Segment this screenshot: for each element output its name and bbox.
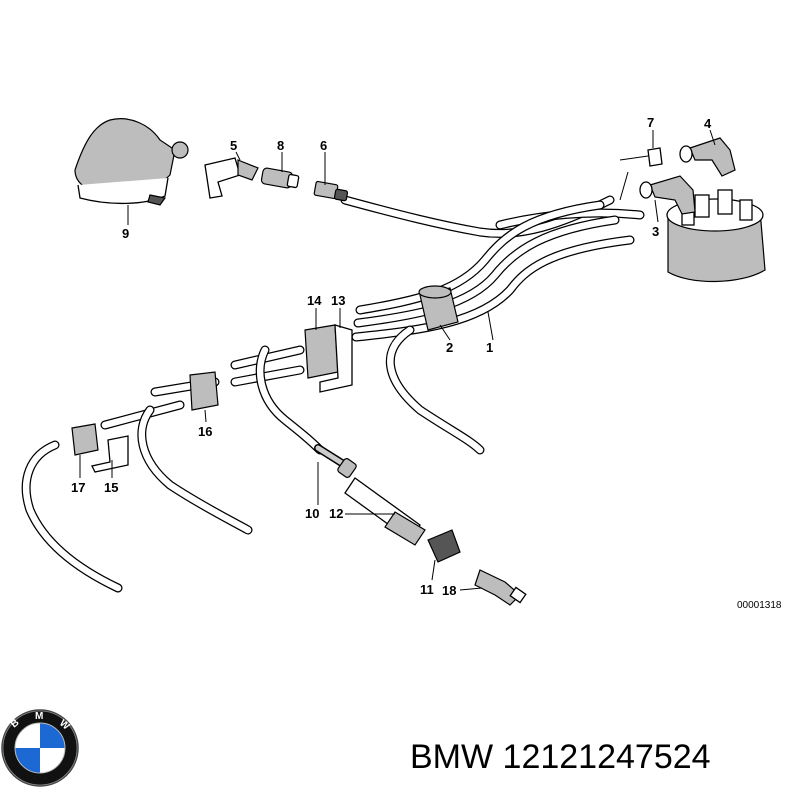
callout-18: 18 — [442, 583, 456, 598]
callout-8: 8 — [277, 138, 284, 153]
loose-wires — [21, 345, 325, 593]
callout-11: 11 — [420, 582, 434, 597]
cable-harness — [340, 195, 645, 455]
logo-letter-m: M — [35, 711, 43, 722]
callouts: 1 2 3 4 5 6 7 8 9 10 11 12 13 14 15 16 1 — [71, 115, 782, 611]
part-number: 12121247524 — [502, 738, 711, 776]
holder-17-15 — [71, 423, 129, 473]
plug-4 — [679, 137, 736, 177]
callout-12: 12 — [329, 506, 343, 521]
connector-6 — [313, 180, 349, 202]
callout-2: 2 — [446, 340, 453, 355]
bmw-logo: B M W — [1, 709, 79, 787]
coil-cap-9 — [74, 118, 189, 206]
callout-9: 9 — [122, 226, 129, 241]
brand-name: BMW — [410, 738, 494, 776]
clip-7 — [619, 147, 663, 201]
callout-5: 5 — [230, 138, 237, 153]
callout-14: 14 — [307, 293, 322, 308]
callout-4: 4 — [704, 116, 712, 131]
callout-3: 3 — [652, 224, 659, 239]
holder-16 — [189, 371, 219, 411]
plug-lead — [314, 444, 527, 606]
connector-5 — [204, 157, 259, 199]
callout-7: 7 — [647, 115, 654, 130]
callout-6: 6 — [320, 138, 327, 153]
callout-17: 17 — [71, 480, 85, 495]
callout-13: 13 — [331, 293, 345, 308]
reference-code: 00001318 — [737, 600, 782, 611]
holder-14-13 — [304, 324, 353, 393]
connector-8 — [260, 167, 300, 189]
plug-3 — [639, 175, 696, 215]
distributor-cap — [666, 189, 766, 283]
callout-16: 16 — [198, 424, 212, 439]
callout-15: 15 — [104, 480, 118, 495]
callout-10: 10 — [305, 506, 319, 521]
callout-1: 1 — [486, 340, 493, 355]
brand-part-number: BMW 12121247524 — [410, 738, 711, 777]
